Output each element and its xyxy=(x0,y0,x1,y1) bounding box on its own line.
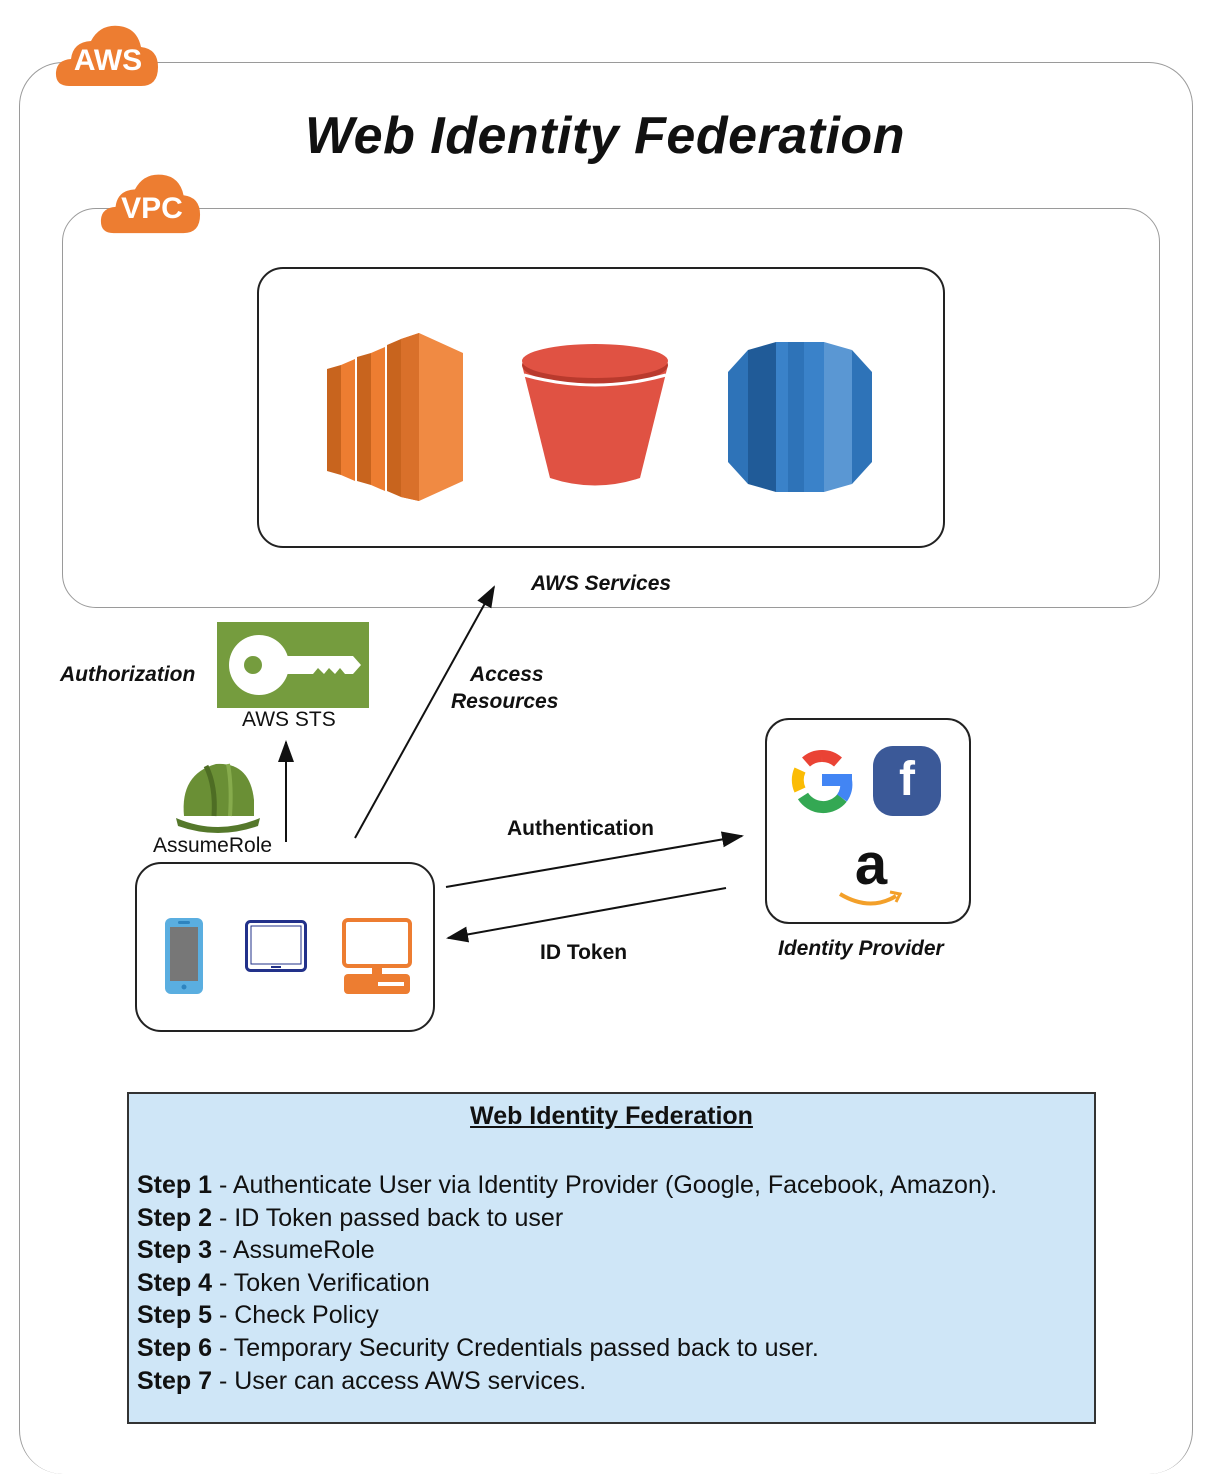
ec2-icon xyxy=(327,333,463,501)
aws-services-caption: AWS Services xyxy=(531,572,672,595)
vpc-frame xyxy=(62,208,1160,608)
access-label-line2: Resources xyxy=(451,690,559,713)
phone-icon xyxy=(165,918,203,994)
desktop-computer-icon xyxy=(342,918,412,994)
sts-key-icon xyxy=(217,622,369,708)
step-label: Step 7 xyxy=(137,1366,213,1395)
id-token-label: ID Token xyxy=(540,941,628,964)
id-token-arrow xyxy=(446,887,727,943)
step-text: - Authenticate User via Identity Provide… xyxy=(212,1171,998,1199)
step-text: - AssumeRole xyxy=(212,1236,375,1265)
step-row: Step 3 - AssumeRole xyxy=(137,1234,997,1267)
amazon-smile-icon xyxy=(838,890,903,906)
amazon-glyph: a xyxy=(854,832,888,897)
identity-provider-box xyxy=(765,718,971,924)
identity-provider-caption: Identity Provider xyxy=(778,937,944,960)
access-label-line1: Access xyxy=(470,663,544,686)
helmet-icon xyxy=(176,763,260,833)
tablet-icon xyxy=(245,920,307,972)
facebook-icon xyxy=(873,746,941,816)
page-title: Web Identity Federation xyxy=(305,107,905,165)
step-label: Step 2 xyxy=(137,1203,213,1232)
authentication-label: Authentication xyxy=(507,817,654,840)
assume-role-label: AssumeRole xyxy=(153,834,273,857)
steps-panel: Web Identity Federation Step 1 - Authent… xyxy=(127,1092,1096,1424)
step-row: Step 7 - User can access AWS services. xyxy=(137,1365,997,1398)
rds-database-icon xyxy=(728,342,872,492)
facebook-glyph: f xyxy=(899,753,915,806)
step-label: Step 4 xyxy=(137,1268,213,1297)
step-text: - Token Verification xyxy=(212,1268,430,1297)
aws-sts-label: AWS STS xyxy=(242,708,336,731)
step-text: - User can access AWS services. xyxy=(212,1366,587,1395)
s3-bucket-icon xyxy=(522,344,668,486)
step-label: Step 3 xyxy=(137,1236,213,1265)
authentication-arrow xyxy=(445,831,744,888)
step-text: - Temporary Security Credentials passed … xyxy=(212,1333,819,1362)
step-label: Step 5 xyxy=(137,1301,213,1330)
step-row: Step 5 - Check Policy xyxy=(137,1299,997,1332)
steps-panel-title: Web Identity Federation xyxy=(470,1102,753,1130)
vpc-cloud-label: VPC xyxy=(121,192,183,225)
step-text: - ID Token passed back to user xyxy=(212,1203,564,1232)
vpc-cloud-icon xyxy=(100,174,201,234)
aws-cloud-label: AWS xyxy=(73,44,143,77)
step-text: - Check Policy xyxy=(212,1301,379,1330)
steps-list: Step 1 - Authenticate User via Identity … xyxy=(137,1169,997,1397)
authorization-label: Authorization xyxy=(60,663,196,686)
google-icon xyxy=(791,749,853,814)
step-row: Step 1 - Authenticate User via Identity … xyxy=(137,1169,997,1202)
aws-cloud-icon xyxy=(55,25,158,86)
step-row: Step 2 - ID Token passed back to user xyxy=(137,1202,997,1235)
step-label: Step 6 xyxy=(137,1333,213,1362)
aws-cloud-frame xyxy=(19,62,1193,1474)
step-row: Step 6 - Temporary Security Credentials … xyxy=(137,1332,997,1365)
step-label: Step 1 xyxy=(137,1171,213,1199)
access-resources-arrow xyxy=(354,585,495,839)
step-row: Step 4 - Token Verification xyxy=(137,1267,997,1300)
